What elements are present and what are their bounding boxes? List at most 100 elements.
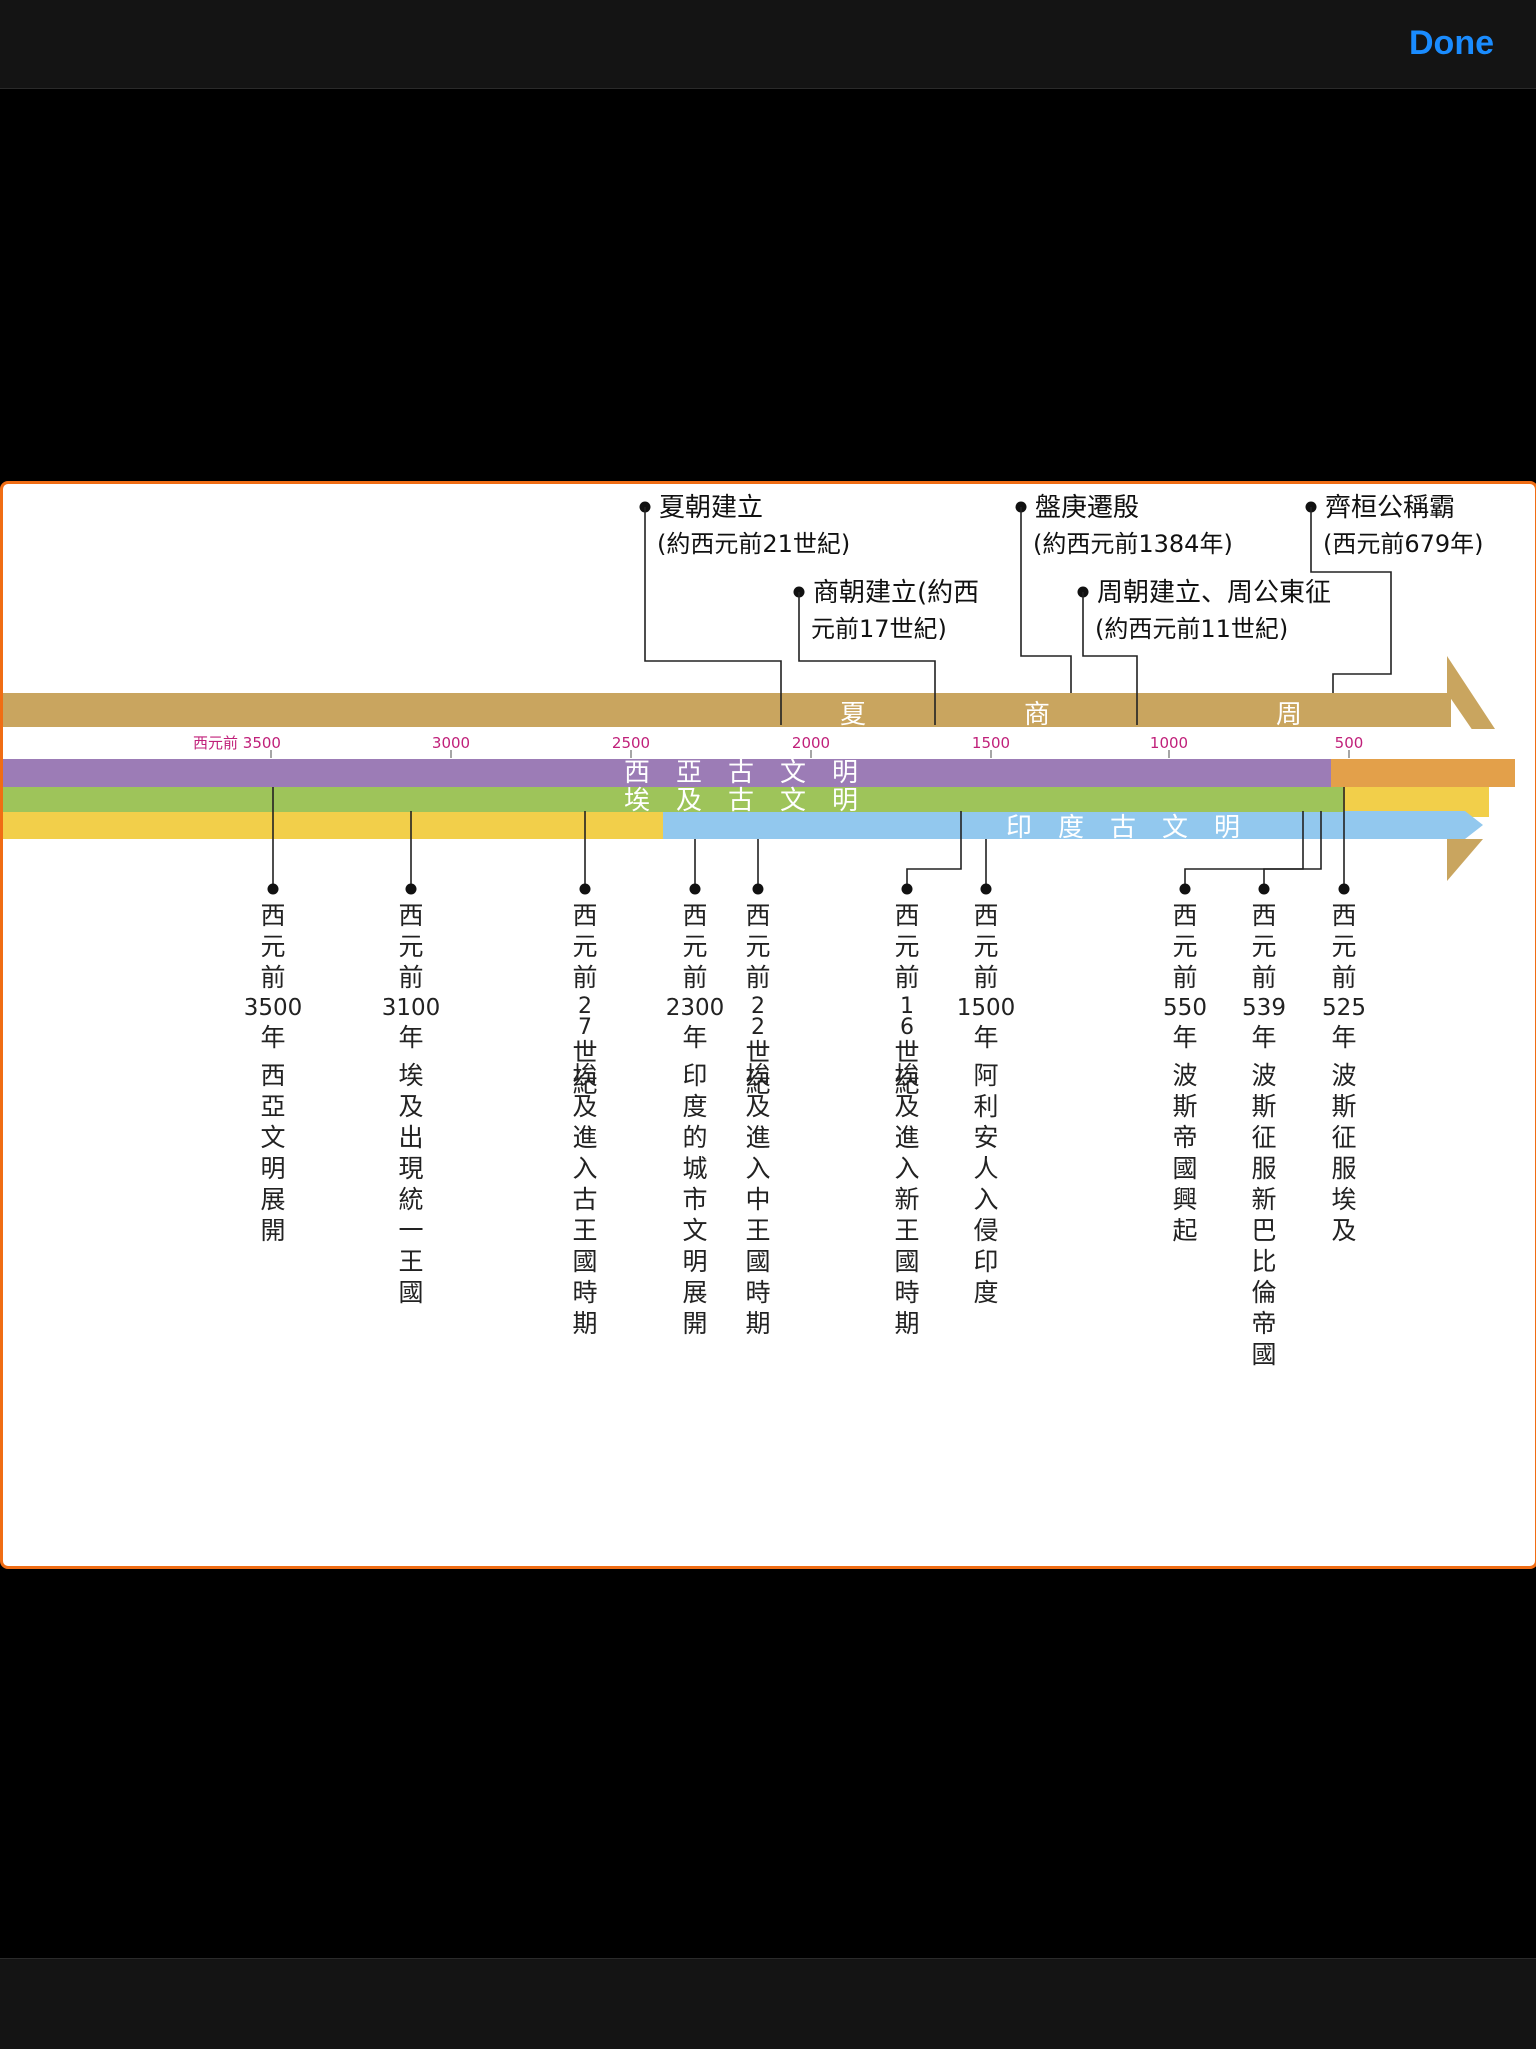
event-date-prefix: 元 bbox=[682, 932, 707, 961]
event-date-prefix: 前 bbox=[973, 963, 998, 992]
event-description: 埃 bbox=[1331, 1185, 1356, 1214]
event-date-value: 2300 bbox=[666, 995, 725, 1021]
event-date-prefix: 元 bbox=[398, 932, 423, 961]
event-date-unit: 年 bbox=[260, 1023, 285, 1052]
event-description: 進 bbox=[894, 1123, 919, 1152]
event-description: 王 bbox=[398, 1247, 423, 1276]
event-description: 人 bbox=[973, 1154, 998, 1183]
event-date-value: 2 bbox=[751, 1015, 765, 1040]
event-title: 夏朝建立 bbox=[659, 493, 763, 523]
event-date-prefix: 前 bbox=[745, 963, 770, 992]
event-description: 帝 bbox=[1172, 1123, 1197, 1152]
event-date-unit: 年 bbox=[398, 1023, 423, 1052]
event-description: 統 bbox=[398, 1185, 423, 1214]
event-date-value: 550 bbox=[1163, 995, 1207, 1021]
event-description: 斯 bbox=[1331, 1092, 1356, 1121]
event-description: 安 bbox=[973, 1123, 998, 1152]
event-description: 起 bbox=[1172, 1216, 1197, 1245]
event-description: 期 bbox=[572, 1309, 597, 1338]
axis-strip bbox=[3, 729, 1515, 759]
event-date-prefix: 元 bbox=[1172, 932, 1197, 961]
event-description: 國 bbox=[398, 1278, 423, 1307]
event-description: 期 bbox=[894, 1309, 919, 1338]
event-date-prefix: 元 bbox=[973, 932, 998, 961]
event-description: 王 bbox=[745, 1216, 770, 1245]
event-description: 明 bbox=[682, 1247, 707, 1276]
event-description: 一 bbox=[398, 1216, 423, 1245]
event-date-prefix: 元 bbox=[745, 932, 770, 961]
event-date-value: 2 bbox=[751, 994, 765, 1019]
event-date-unit: 世 bbox=[745, 1038, 770, 1067]
event-date-prefix: 西 bbox=[1172, 901, 1197, 930]
west-asia-band-label: 西 亞 古 文 明 bbox=[624, 758, 858, 788]
event-description: 展 bbox=[682, 1278, 707, 1307]
event-date-prefix: 西 bbox=[572, 901, 597, 930]
top-event-callout: 齊桓公稱霸(西元前679年) bbox=[1305, 493, 1484, 693]
axis-tick-label: 1000 bbox=[1150, 734, 1188, 752]
event-description: 及 bbox=[398, 1092, 423, 1121]
axis-tick-label: 500 bbox=[1335, 734, 1364, 752]
dynasty-label: 周 bbox=[1276, 700, 1302, 730]
event-leader-line bbox=[1263, 811, 1322, 889]
event-description: 中 bbox=[745, 1185, 770, 1214]
event-description: 展 bbox=[260, 1185, 285, 1214]
event-description: 市 bbox=[682, 1185, 707, 1214]
event-description: 西 bbox=[260, 1061, 285, 1090]
egypt-band-label: 埃 及 古 文 明 bbox=[624, 786, 858, 816]
event-description: 波 bbox=[1331, 1061, 1356, 1090]
event-description: 度 bbox=[682, 1092, 707, 1121]
event-description: 時 bbox=[745, 1278, 770, 1307]
event-dot bbox=[579, 883, 591, 895]
top-event-callout: 盤庚遷殷 (約西元前1384年) bbox=[1015, 493, 1233, 693]
dynasty-label: 商 bbox=[1024, 700, 1050, 730]
event-description: 埃 bbox=[894, 1061, 919, 1090]
event-description: 國 bbox=[1172, 1154, 1197, 1183]
event-date-prefix: 西 bbox=[260, 901, 285, 930]
event-description: 城 bbox=[682, 1154, 707, 1183]
event-description: 文 bbox=[682, 1216, 707, 1245]
event-description: 國 bbox=[572, 1247, 597, 1276]
event-description: 埃 bbox=[572, 1061, 597, 1090]
event-leader-line bbox=[1082, 592, 1138, 725]
event-dot bbox=[1338, 883, 1350, 895]
event-subtitle: (西元前679年) bbox=[1323, 530, 1484, 558]
event-title: 盤庚遷殷 bbox=[1035, 493, 1139, 523]
timeline-image: 西 亞 古 文 明 埃 及 古 文 明 印 度 古 文 明 夏商周 西元前 35… bbox=[0, 481, 1536, 1569]
event-date-value: 1500 bbox=[957, 995, 1016, 1021]
event-leader-line bbox=[1184, 811, 1304, 889]
event-description: 比 bbox=[1251, 1247, 1276, 1276]
event-description: 入 bbox=[572, 1154, 597, 1183]
event-date-prefix: 西 bbox=[1251, 901, 1276, 930]
axis-tick-label: 2500 bbox=[612, 734, 650, 752]
event-date-prefix: 元 bbox=[1251, 932, 1276, 961]
event-date-value: 6 bbox=[900, 1015, 914, 1040]
egypt-band bbox=[3, 786, 1343, 812]
event-subtitle: (約西元前1384年) bbox=[1033, 530, 1233, 558]
axis-tick-label: 1500 bbox=[972, 734, 1010, 752]
event-dot bbox=[267, 883, 279, 895]
event-subtitle: (約西元前11世紀) bbox=[1095, 615, 1288, 643]
event-subtitle: 元前17世紀) bbox=[811, 615, 947, 643]
event-description: 國 bbox=[894, 1247, 919, 1276]
event-date-prefix: 西 bbox=[894, 901, 919, 930]
event-description: 征 bbox=[1331, 1123, 1356, 1152]
event-dot bbox=[405, 883, 417, 895]
event-date-prefix: 西 bbox=[682, 901, 707, 930]
done-button[interactable]: Done bbox=[1409, 20, 1494, 67]
west-asia-band bbox=[3, 759, 1331, 787]
top-toolbar: Done bbox=[0, 0, 1536, 89]
event-dot bbox=[901, 883, 913, 895]
event-description: 時 bbox=[894, 1278, 919, 1307]
dynasty-label: 夏 bbox=[840, 700, 866, 730]
event-date-unit: 紀 bbox=[745, 1069, 770, 1098]
event-dot bbox=[980, 883, 992, 895]
event-date-prefix: 元 bbox=[260, 932, 285, 961]
event-date-unit: 世 bbox=[572, 1038, 597, 1067]
